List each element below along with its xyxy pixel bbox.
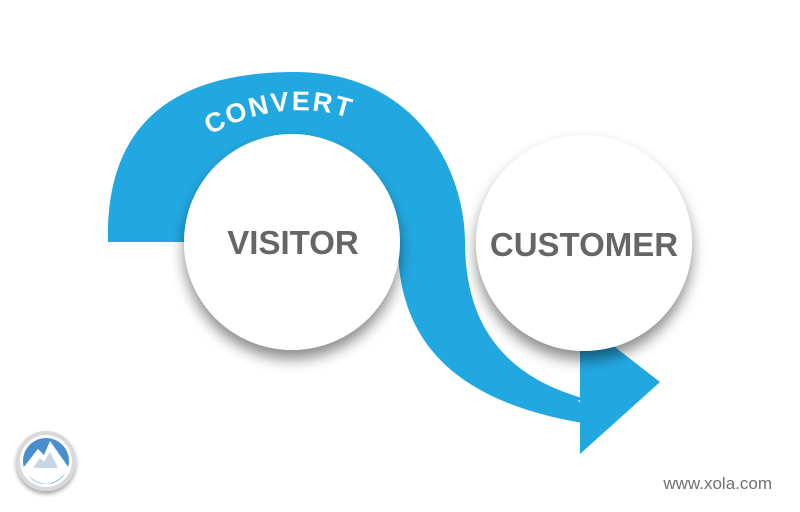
- visitor-circle: [184, 134, 400, 350]
- footer-url[interactable]: www.xola.com: [663, 474, 772, 493]
- customer-label: CUSTOMER: [490, 226, 678, 263]
- customer-circle: [476, 135, 692, 351]
- customer-node: CUSTOMER: [476, 135, 692, 351]
- flow-arrow-body: [107, 72, 595, 425]
- flow-arrowhead: [580, 320, 660, 454]
- mountain-logo-icon: [16, 431, 76, 491]
- visitor-label: VISITOR: [227, 224, 359, 261]
- visitor-node: VISITOR: [184, 134, 400, 350]
